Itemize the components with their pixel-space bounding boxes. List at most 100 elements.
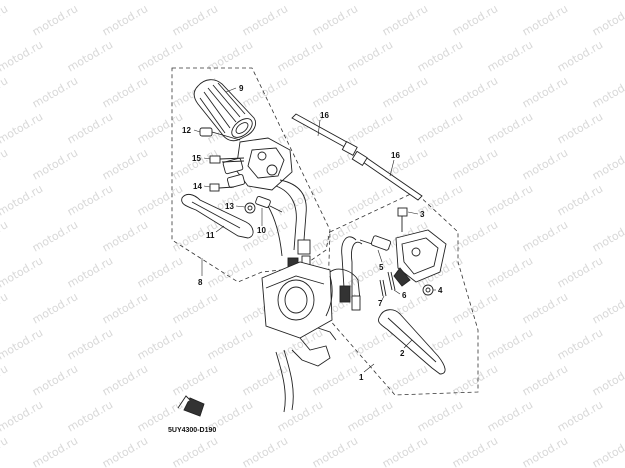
watermark-text: motod.ru (380, 2, 430, 38)
watermark-text: motod.ru (520, 362, 570, 398)
watermark-text: motod.ru (170, 290, 220, 326)
watermark-text: motod.ru (30, 362, 80, 398)
screw-3 (397, 207, 408, 232)
callout-2: 2 (400, 349, 405, 358)
watermark-text: motod.ru (65, 326, 115, 362)
watermark-text: motod.ru (205, 38, 255, 74)
callout-15: 15 (192, 154, 201, 163)
callout-3: 3 (420, 210, 425, 219)
callout-13: 13 (225, 202, 234, 211)
watermark-text: motod.ru (520, 2, 570, 38)
watermark-text: motod.ru (135, 326, 185, 362)
watermark-text: motod.ru (240, 2, 290, 38)
watermark-text: motod.ru (65, 38, 115, 74)
watermark-text: motod.ru (555, 398, 605, 434)
watermark-text: motod.ru (0, 74, 10, 110)
watermark-text: motod.ru (275, 398, 325, 434)
watermark-text: motod.ru (345, 38, 395, 74)
watermark-text: motod.ru (415, 398, 465, 434)
callout-7: 7 (378, 299, 383, 308)
watermark-text: motod.ru (555, 38, 605, 74)
callout-6: 6 (402, 291, 407, 300)
watermark-text: motod.ru (100, 362, 150, 398)
watermark-text: motod.ru (345, 326, 395, 362)
watermark-text: motod.ru (30, 218, 80, 254)
callout-5: 5 (379, 263, 384, 272)
watermark-text: motod.ru (65, 182, 115, 218)
watermark-text: motod.ru (520, 74, 570, 110)
watermark-text: motod.ru (30, 74, 80, 110)
watermark-text: motod.ru (30, 434, 80, 468)
callout-10: 10 (257, 226, 266, 235)
left-lever (181, 193, 254, 239)
watermark-text: motod.ru (170, 362, 220, 398)
watermark-text: motod.ru (555, 182, 605, 218)
handlebar-grip (193, 79, 257, 142)
watermark-text: motod.ru (520, 290, 570, 326)
callouts: 9 12 15 14 13 11 10 8 16 16 3 4 5 6 7 2 … (182, 84, 443, 382)
watermark-text: motod.ru (0, 218, 10, 254)
watermark-text: motod.ru (450, 74, 500, 110)
watermark-text: motod.ru (590, 362, 625, 398)
watermark-text: motod.ru (240, 74, 290, 110)
watermark-text: motod.ru (310, 74, 360, 110)
callout-12: 12 (182, 126, 191, 135)
watermark-text: motod.ru (590, 74, 625, 110)
right-wiring (325, 236, 363, 317)
watermark-text: motod.ru (205, 326, 255, 362)
leader-lines (193, 87, 436, 373)
watermark-text: motod.ru (205, 254, 255, 290)
watermark-text: motod.ru (310, 362, 360, 398)
watermark-text: motod.ru (30, 290, 80, 326)
cable-tie-left (291, 113, 358, 156)
watermark-text: motod.ru (555, 254, 605, 290)
watermark-text: motod.ru (310, 2, 360, 38)
watermark-text: motod.ru (590, 290, 625, 326)
watermark-text: motod.ru (380, 74, 430, 110)
nut-13 (244, 202, 256, 214)
watermark-text: motod.ru (0, 110, 45, 146)
screw-6 (387, 271, 396, 291)
watermark-text: motod.ru (485, 326, 535, 362)
watermark-text: motod.ru (310, 218, 360, 254)
watermark-text: motod.ru (0, 254, 45, 290)
watermark-text: motod.ru (65, 110, 115, 146)
watermark-text: motod.ru (135, 110, 185, 146)
watermark-text: motod.ru (0, 146, 10, 182)
watermark-text: motod.ru (0, 38, 45, 74)
watermark-text: motod.ru (135, 38, 185, 74)
master-cylinder-body (261, 261, 337, 413)
screw-15 (209, 155, 245, 164)
watermark-text: motod.ru (555, 326, 605, 362)
watermark-text: motod.ru (485, 110, 535, 146)
nut-4 (422, 284, 434, 296)
callout-4: 4 (438, 286, 443, 295)
brake-switch-5 (359, 235, 392, 251)
clutch-switch (255, 195, 283, 213)
callout-16-right: 16 (391, 151, 400, 160)
callout-1: 1 (359, 373, 364, 382)
watermark-text: motod.ru (170, 146, 220, 182)
watermark-text: motod.ru (65, 398, 115, 434)
watermark-text: motod.ru (65, 254, 115, 290)
watermark-text: motod.ru (415, 38, 465, 74)
watermark-text: motod.ru (100, 218, 150, 254)
callout-16-left: 16 (320, 111, 329, 120)
watermark-text: motod.ru (135, 182, 185, 218)
watermark-text: motod.ru (240, 362, 290, 398)
watermark-text: motod.ru (30, 2, 80, 38)
watermark-text: motod.ru (0, 0, 45, 3)
watermark-text: motod.ru (450, 434, 500, 468)
watermark-text: motod.ru (275, 182, 325, 218)
screw-14 (209, 183, 235, 192)
watermark-text: motod.ru (0, 2, 10, 38)
watermark-text: motod.ru (450, 146, 500, 182)
watermark-text: motod.ru (450, 2, 500, 38)
watermark-text: motod.ru (590, 146, 625, 182)
watermark-text: motod.ru (275, 38, 325, 74)
watermark-text: motod.ru (100, 290, 150, 326)
watermark-text: motod.ru (520, 218, 570, 254)
watermark-text: motod.ru (415, 110, 465, 146)
